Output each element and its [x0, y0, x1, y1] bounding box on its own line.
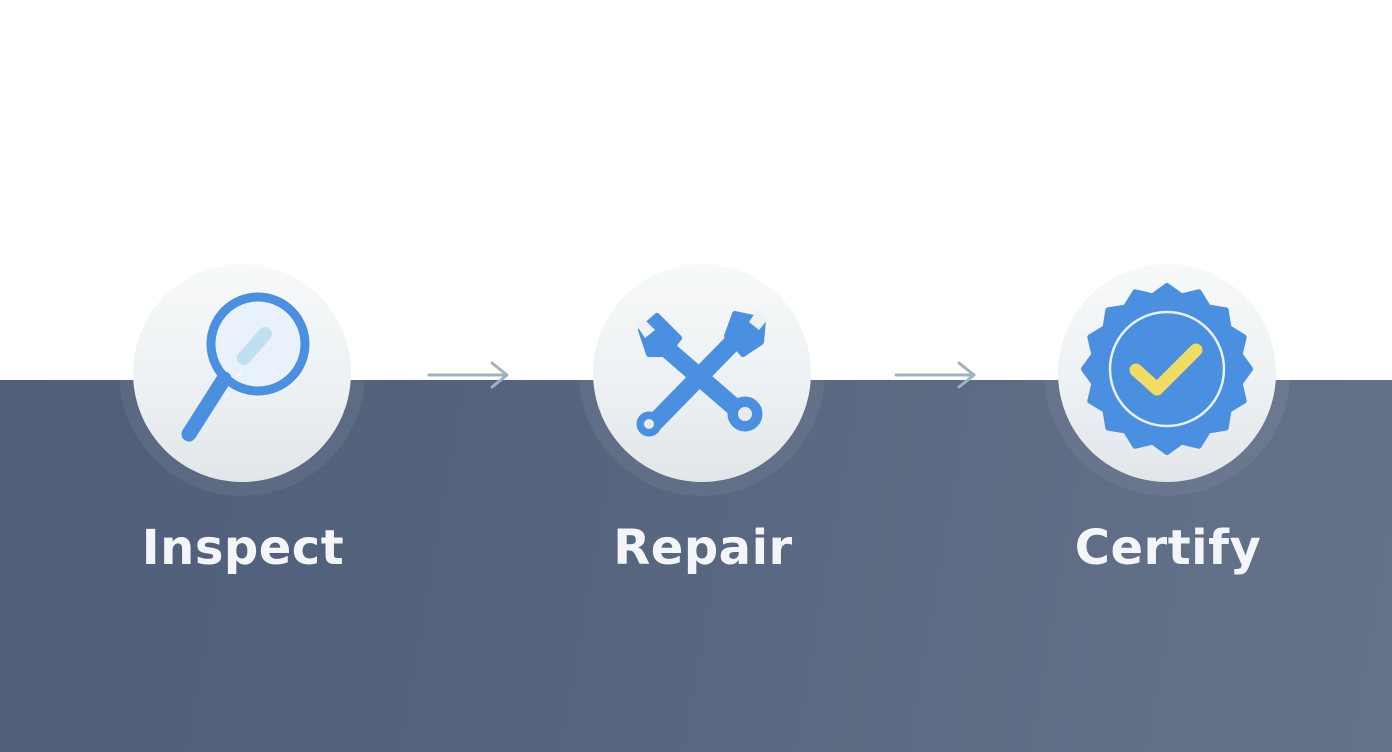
magnifying-glass-icon [181, 292, 310, 442]
step-label-certify: Certify [1074, 520, 1262, 576]
certified-badge-icon [1081, 283, 1253, 455]
inspect-step-circle [133, 264, 351, 482]
step-label-repair: Repair [613, 520, 793, 576]
wrench-icon [636, 310, 769, 437]
repair-step-circle [593, 264, 811, 482]
certify-step-circle [1058, 264, 1276, 482]
arrow-right-icon [427, 361, 509, 389]
arrow-right-icon [894, 361, 976, 389]
step-label-inspect: Inspect [141, 520, 345, 576]
